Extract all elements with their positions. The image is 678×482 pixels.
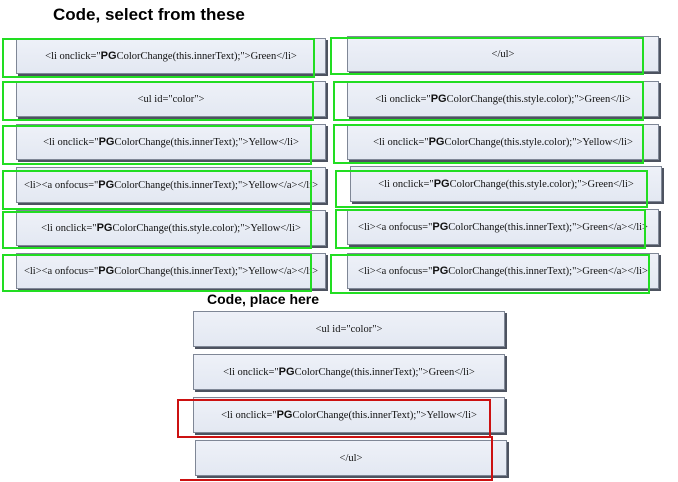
source-left-tile-5[interactable]: <li onclick="PGColorChange(this.style.co… bbox=[16, 210, 326, 246]
source-left-tile-6[interactable]: <li><a onfocus="PGColorChange(this.inner… bbox=[16, 253, 326, 289]
target-tile-2[interactable]: <li onclick="PGColorChange(this.innerTex… bbox=[193, 354, 505, 390]
target-tile-4[interactable]: </ul> bbox=[195, 440, 507, 476]
source-left-tile-1[interactable]: <li onclick="PGColorChange(this.innerTex… bbox=[16, 38, 326, 74]
source-right-tile-4[interactable]: <li onclick="PGColorChange(this.style.co… bbox=[350, 166, 662, 202]
source-right-tile-6[interactable]: <li><a onfocus="PGColorChange(this.inner… bbox=[347, 253, 659, 289]
drop-marker-bottom bbox=[177, 436, 491, 438]
source-left-tile-4[interactable]: <li><a onfocus="PGColorChange(this.inner… bbox=[16, 167, 326, 203]
drop-marker-base bbox=[180, 479, 493, 481]
source-left-tile-3[interactable]: <li onclick="PGColorChange(this.innerTex… bbox=[16, 124, 326, 160]
source-right-tile-2[interactable]: <li onclick="PGColorChange(this.style.co… bbox=[347, 81, 659, 117]
drop-marker-left bbox=[177, 399, 179, 437]
source-right-tile-5[interactable]: <li><a onfocus="PGColorChange(this.inner… bbox=[347, 209, 659, 245]
target-tile-1[interactable]: <ul id="color"> bbox=[193, 311, 505, 347]
place-heading: Code, place here bbox=[207, 291, 320, 307]
target-tile-3[interactable]: <li onclick="PGColorChange(this.innerTex… bbox=[193, 397, 505, 433]
source-left-tile-2[interactable]: <ul id="color"> bbox=[16, 81, 326, 117]
source-right-tile-3[interactable]: <li onclick="PGColorChange(this.style.co… bbox=[347, 124, 659, 160]
select-heading: Code, select from these bbox=[53, 5, 245, 24]
source-right-tile-1[interactable]: </ul> bbox=[347, 36, 659, 72]
